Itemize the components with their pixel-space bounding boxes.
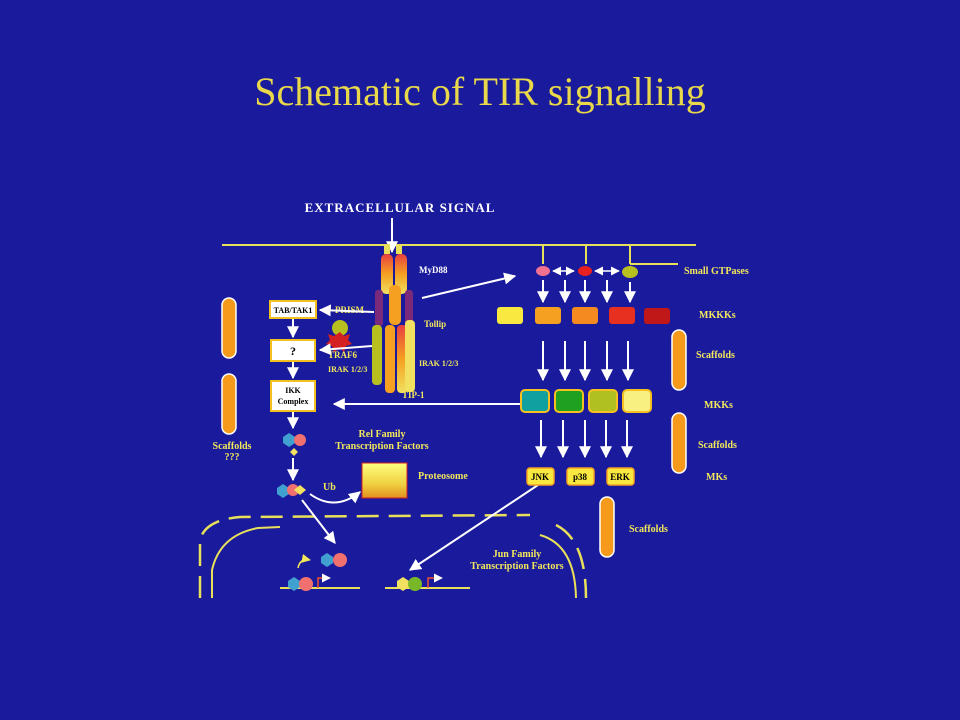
tab-tak1-label: TAB/TAK1 bbox=[274, 306, 313, 315]
jnk-box bbox=[526, 467, 555, 486]
gtpase-3 bbox=[622, 266, 638, 278]
gtpase-2 bbox=[578, 266, 592, 276]
tollip-label: Tollip bbox=[424, 319, 446, 329]
scaffold-right-3 bbox=[599, 496, 615, 558]
ikk-complex-box bbox=[270, 380, 316, 412]
mkkks-label: MKKKs bbox=[699, 310, 736, 321]
proteosome-label: Proteosome bbox=[418, 471, 468, 482]
mks-label: MKs bbox=[706, 472, 727, 483]
question-label: ? bbox=[290, 344, 296, 358]
scaffolds-left-label: Scaffolds bbox=[213, 441, 252, 452]
traf6-label: TRAF6 bbox=[328, 350, 357, 360]
proteosome-box bbox=[361, 462, 408, 499]
jun-dna-complex bbox=[397, 577, 422, 591]
scaffolds-r2-label: Scaffolds bbox=[698, 440, 737, 451]
gtpase-1 bbox=[536, 266, 550, 276]
traf6-protein bbox=[326, 332, 352, 352]
p38-label: p38 bbox=[573, 472, 588, 482]
ub-label: Ub bbox=[323, 482, 336, 493]
nuclear-envelope-right bbox=[555, 523, 588, 599]
jnk-label: JNK bbox=[531, 472, 549, 482]
scaffold-right-2 bbox=[671, 412, 687, 474]
rel-label-1: Rel Family bbox=[359, 429, 406, 440]
ubiquitinated-complex bbox=[277, 484, 306, 498]
rel-label-2: Transcription Factors bbox=[335, 441, 429, 452]
rel-dimer-nucleus bbox=[321, 553, 347, 567]
erk-label: ERK bbox=[610, 472, 630, 482]
tir-receptor-complex bbox=[372, 244, 415, 393]
unknown-kinase-box bbox=[270, 339, 316, 362]
small-gtpases-label: Small GTPases bbox=[684, 266, 749, 277]
ikk-label-2: Complex bbox=[278, 397, 309, 406]
erk-box bbox=[606, 467, 635, 486]
tab-tak1-box bbox=[269, 300, 317, 319]
rel-dimer-cytoplasm bbox=[283, 433, 306, 456]
mkk-row bbox=[520, 389, 652, 413]
scaffold-left-1 bbox=[221, 297, 237, 359]
scaffolds-r1-label: Scaffolds bbox=[696, 350, 735, 361]
ikk-label-1: IKK bbox=[285, 386, 301, 395]
tip1-label: TIP-1 bbox=[402, 390, 425, 400]
mkkk-row bbox=[497, 307, 670, 324]
nuclear-envelope-inner bbox=[211, 526, 281, 598]
prism-label: PRISM bbox=[335, 305, 365, 315]
jun-label-2: Transcription Factors bbox=[470, 561, 564, 572]
prism-protein bbox=[332, 320, 348, 336]
scaffold-left-2 bbox=[221, 373, 237, 435]
extracellular-signal-label: EXTRACELLULAR SIGNAL bbox=[305, 200, 496, 215]
mkks-label: MKKs bbox=[704, 400, 733, 411]
jun-label-1: Jun Family bbox=[493, 549, 542, 560]
scaffolds-r3-label: Scaffolds bbox=[629, 524, 668, 535]
myd88-label: MyD88 bbox=[419, 265, 448, 275]
irak-left-label: IRAK 1/2/3 bbox=[328, 365, 367, 374]
irak-right-label: IRAK 1/2/3 bbox=[419, 359, 458, 368]
slide-title: Schematic of TIR signalling bbox=[254, 69, 706, 114]
nuclear-envelope-top bbox=[198, 513, 531, 598]
rel-dna-complex bbox=[288, 577, 313, 591]
scaffold-right-1 bbox=[671, 329, 687, 391]
p38-box bbox=[566, 467, 595, 486]
scaffolds-left-q: ??? bbox=[225, 452, 240, 463]
